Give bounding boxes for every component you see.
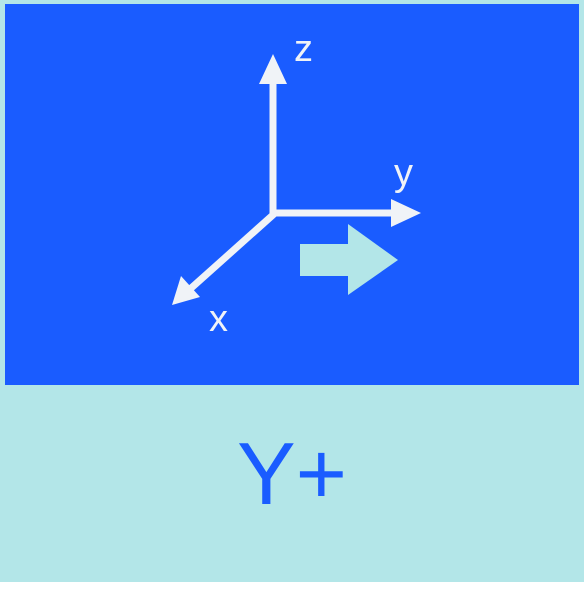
y-axis-arrow-icon bbox=[270, 199, 421, 227]
z-axis-arrow-icon bbox=[259, 54, 287, 215]
x-axis-label: x bbox=[209, 298, 228, 340]
axis-preview-panel bbox=[5, 4, 579, 385]
direction-label: Y+ bbox=[236, 424, 348, 523]
bottom-edge bbox=[0, 582, 584, 589]
x-axis-arrow-icon bbox=[172, 211, 277, 305]
y-axis-label: y bbox=[394, 152, 413, 194]
z-axis-label: z bbox=[294, 28, 313, 70]
arrow-right-icon bbox=[300, 224, 398, 295]
direction-label-panel bbox=[0, 385, 584, 582]
